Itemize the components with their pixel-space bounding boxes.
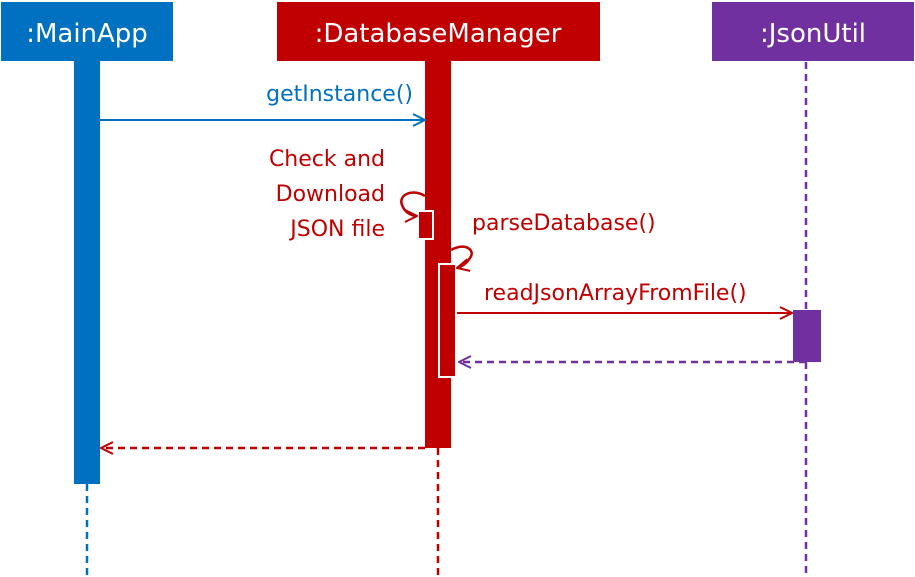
parse-database-label: parseDatabase()	[472, 211, 656, 236]
database-manager-header-box	[277, 2, 600, 61]
json-util-header-box	[712, 2, 914, 61]
check-download-self-arrow	[400, 191, 426, 216]
read-json-array-label: readJsonArrayFromFile()	[484, 281, 747, 306]
check-download-activation-bar	[417, 210, 434, 240]
database-manager-activation-bar	[425, 61, 451, 448]
parse-database-self-arrow	[450, 245, 473, 268]
main-app-activation-bar	[74, 61, 100, 484]
main-app-header-box	[1, 2, 173, 61]
database-manager-header-label: :DatabaseManager	[315, 19, 562, 49]
participant-database-manager: :DatabaseManager	[277, 2, 600, 61]
check-download-label-line3: JSON file	[288, 217, 385, 242]
json-util-activation-bar	[793, 310, 821, 362]
get-instance-label: getInstance()	[266, 82, 413, 107]
check-download-label-line2: Download	[276, 182, 385, 207]
participant-json-util: :JsonUtil	[712, 2, 914, 61]
main-app-header-label: :MainApp	[26, 19, 148, 49]
json-util-header-label: :JsonUtil	[760, 19, 866, 49]
check-download-label-line1: Check and	[269, 147, 385, 172]
parse-database-activation-bar	[438, 263, 457, 378]
participant-main-app: :MainApp	[1, 2, 173, 61]
